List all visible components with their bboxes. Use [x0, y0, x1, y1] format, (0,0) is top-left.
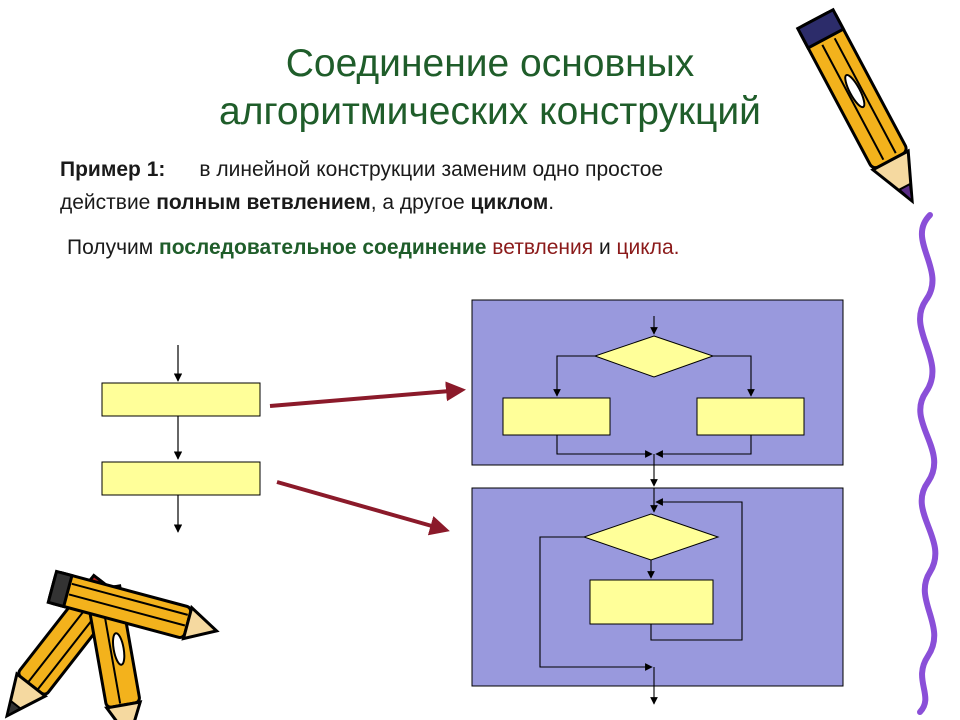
slide-title: Соединение основных алгоритмических конс…	[120, 40, 860, 136]
example-line-1: Пример 1: в линейной конструкции заменим …	[60, 158, 663, 182]
loop-panel	[471, 487, 844, 687]
branch-action-left	[502, 397, 611, 436]
pencil-icon-right	[795, 7, 914, 205]
branch-merge-left	[556, 435, 653, 458]
branch-merge-right	[655, 435, 752, 458]
slide-title-line1: Соединение основных	[285, 42, 695, 85]
branch-left-arrow	[553, 355, 595, 397]
replace-arrow-loop	[276, 480, 450, 536]
result-line: Получим последовательное соединение ветв…	[67, 236, 680, 259]
pencils-icon-left	[4, 569, 220, 720]
loop-back-arrow	[650, 498, 743, 641]
branch-action-right	[696, 397, 805, 436]
linear-structure	[101, 345, 261, 533]
branch-word: ветвления	[492, 236, 594, 259]
branch-condition-diamond	[593, 335, 715, 378]
slide-title-line2: алгоритмических конструкций	[219, 90, 761, 133]
linear-action-2	[101, 461, 261, 496]
loop-word: цикла.	[616, 236, 680, 259]
loop-body-action	[589, 579, 714, 625]
branch-panel-background	[471, 299, 844, 466]
squiggle-decoration	[917, 212, 939, 715]
linear-action-1	[101, 382, 261, 417]
example-text-1: в линейной конструкции заменим одно прос…	[199, 158, 664, 181]
example-label: Пример 1:	[60, 158, 166, 181]
loop-term: циклом	[470, 191, 549, 214]
example-line-2: действие полным ветвлением, а другое цик…	[60, 191, 555, 214]
sequential-connection-term: последовательное соединение	[159, 236, 487, 259]
branch-right-arrow	[713, 355, 755, 397]
full-branch-term: полным ветвлением	[156, 191, 371, 214]
loop-exit-path	[539, 536, 653, 671]
branch-panel	[471, 299, 844, 466]
replace-arrow-branch	[269, 381, 466, 408]
